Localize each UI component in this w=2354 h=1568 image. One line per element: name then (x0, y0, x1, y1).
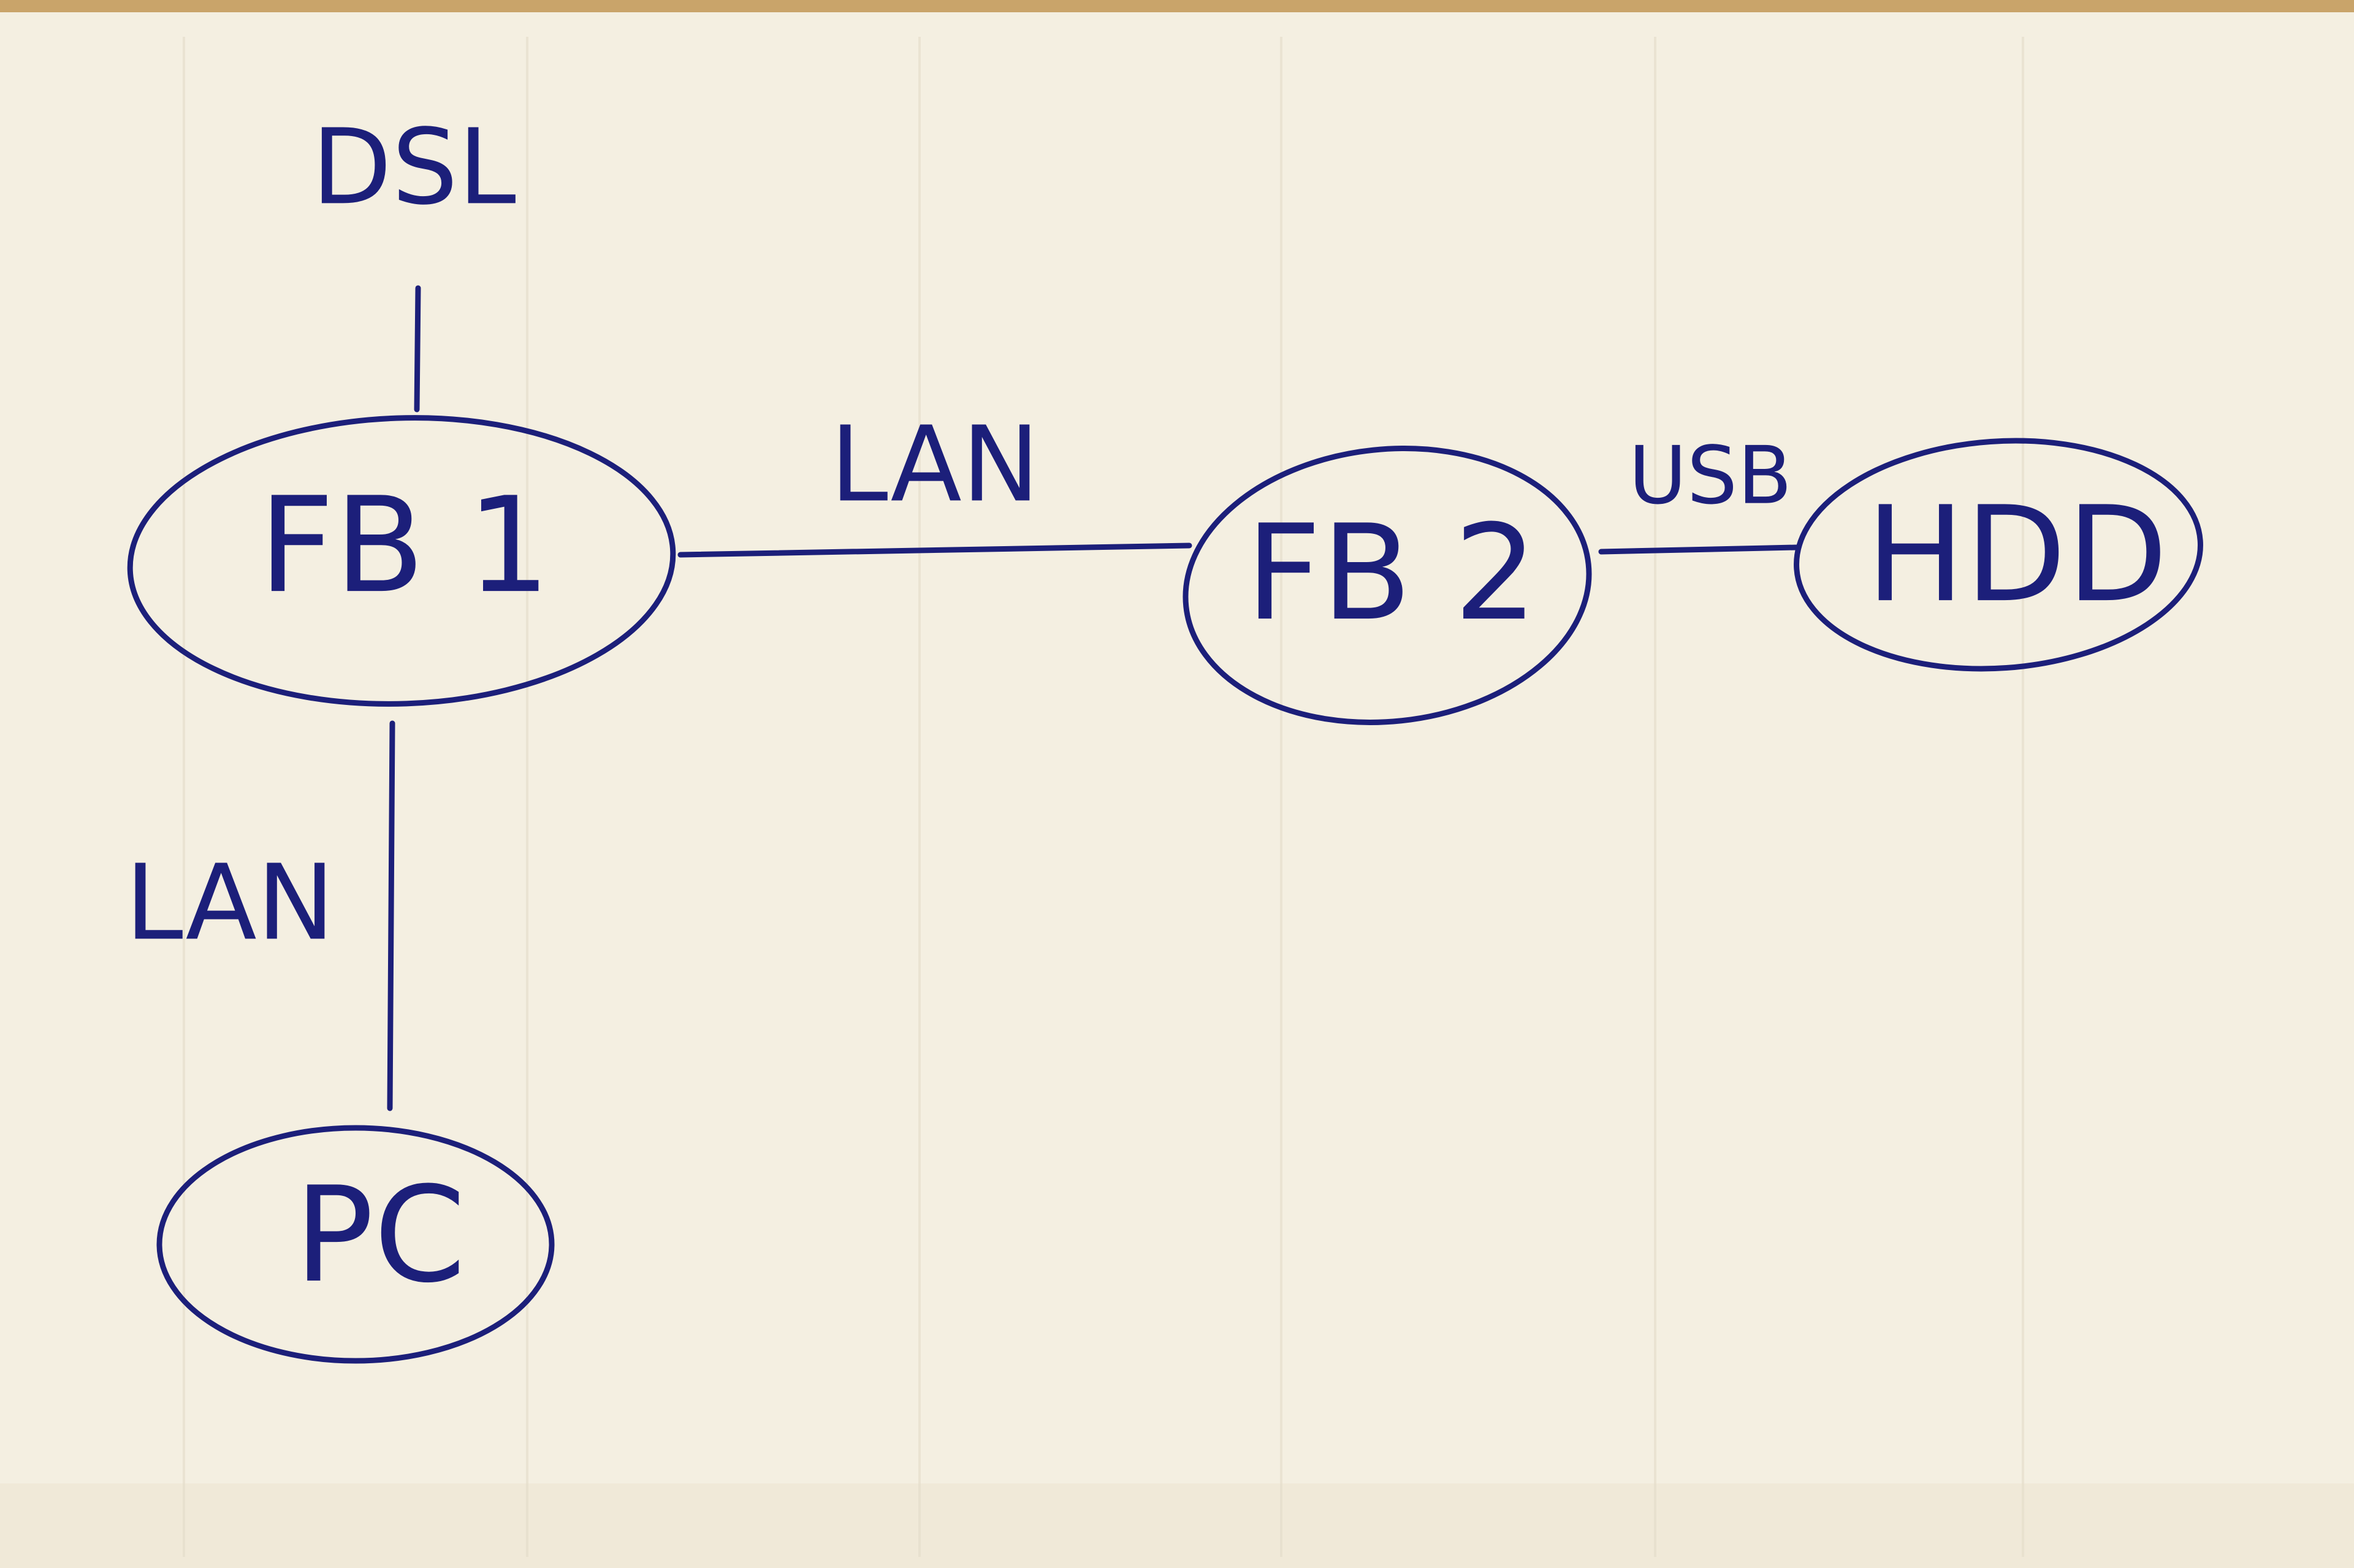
node-pc-ellipse (156, 1125, 555, 1364)
dsl-label: DSL (311, 107, 516, 228)
node-hdd: HDD (1794, 438, 2203, 672)
node-fb2-label: FB 2 (1246, 496, 1537, 650)
paper-top-edge (0, 0, 2354, 12)
edge-fb1-pc-label: LAN (125, 842, 335, 964)
node-hdd-label: HDD (1866, 478, 2168, 631)
edge-fb1-fb2 (677, 542, 1192, 558)
node-fb2: FB 2 (1183, 446, 1592, 725)
node-pc: PC (156, 1125, 555, 1364)
node-fb1: FB 1 (127, 415, 676, 707)
edge-fb1-fb2-label: LAN (830, 404, 1040, 525)
node-fb2-ellipse (1183, 446, 1592, 725)
edge-fb2-hdd (1598, 544, 1799, 555)
node-pc-label: PC (294, 1158, 466, 1312)
edge-dsl-fb1 (414, 285, 421, 413)
paper-shadow-bottom (0, 1483, 2354, 1568)
node-fb1-label: FB 1 (259, 468, 550, 622)
edge-fb1-pc (387, 720, 395, 1111)
node-fb1-ellipse (127, 415, 676, 707)
edge-fb2-hdd-label: USB (1629, 429, 1792, 522)
node-hdd-ellipse (1794, 438, 2203, 672)
